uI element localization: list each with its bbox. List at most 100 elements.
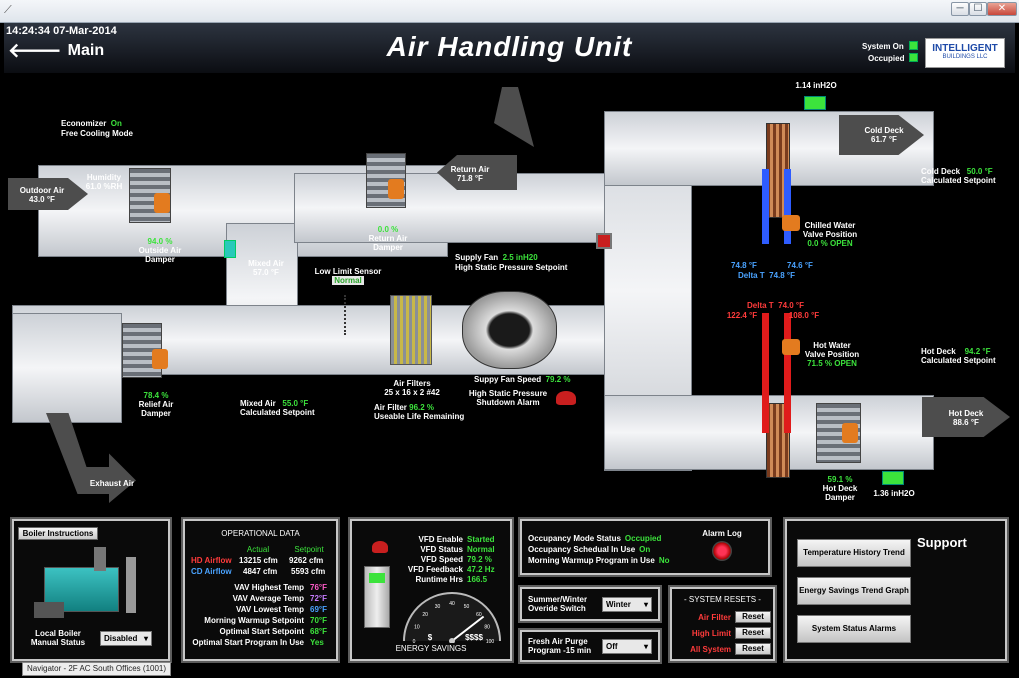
cd-airflow-actual: 4847 cfm	[243, 567, 278, 576]
temperature-history-button[interactable]: Temperature History Trend	[797, 539, 911, 567]
chw-delta-value: 74.8 °F	[769, 271, 796, 280]
return-inlet-arrow-icon	[494, 87, 534, 147]
page-title: Air Handling Unit	[386, 31, 633, 62]
hw-label2: Valve Position	[804, 350, 860, 359]
ahu-diagram: Economizer On Free Cooling Mode Outdoor …	[4, 73, 1015, 513]
vfd-row-value: 79.2 %	[467, 555, 492, 564]
chw-label1: Chilled Water	[804, 221, 856, 230]
chw-temp1: 74.8 °F	[731, 261, 757, 270]
low-limit-label: Low Limit Sensor	[314, 267, 382, 276]
company-logo: INTELLIGENT BUILDINGS LLC	[925, 38, 1005, 68]
low-limit-value: Normal	[332, 276, 364, 285]
energy-savings-trend-button[interactable]: Energy Savings Trend Graph	[797, 577, 911, 605]
oa-actuator-icon	[154, 193, 170, 213]
gauge-tick-label: 10	[414, 625, 420, 631]
static-pressure-sensor-icon	[596, 233, 612, 249]
hd-airflow-label: HD Airflow	[191, 556, 232, 565]
datetime: 14:24:34 07-Mar-2014	[6, 25, 117, 37]
summer-winter-select[interactable]: Winter	[602, 597, 652, 612]
chw-delta: Delta T 74.8 °F	[738, 271, 795, 280]
filters-label: Air Filters	[393, 379, 431, 388]
operational-row-value: 76°F	[310, 583, 327, 592]
operational-row-label: VAV Average Temp	[232, 594, 304, 603]
gauge-tick-label: 40	[449, 601, 455, 607]
fan-speed-value: 79.2 %	[545, 375, 571, 384]
boiler-instructions-button[interactable]: Boiler Instructions	[18, 527, 98, 540]
maximize-button[interactable]: ☐	[969, 2, 987, 16]
hd-damper-value: 59.1 %	[827, 475, 853, 484]
filters-size: 25 x 16 x 2 #42	[384, 388, 440, 397]
alarm-log-button[interactable]	[712, 541, 732, 561]
mixed-air-setpoint: Mixed Air 55.0 °F	[240, 399, 308, 408]
minimize-button[interactable]: ─	[951, 2, 969, 16]
hot-deck-pressure: 1.36 inH2O	[873, 489, 915, 498]
operational-title: OPERATIONAL DATA	[221, 529, 300, 538]
resets-title: - SYSTEM RESETS -	[684, 595, 761, 604]
ra-actuator-icon	[388, 179, 404, 199]
hw-valve-icon	[782, 339, 800, 355]
occupied-label: Occupied	[868, 54, 905, 63]
vfd-row-label: VFD Feedback	[407, 565, 463, 574]
operational-row-value: 68°F	[310, 627, 327, 636]
hot-sp-label2: Calculated Setpoint	[921, 356, 996, 365]
hw-value: 71.5 % OPEN	[807, 359, 857, 368]
alarm-log-label: Alarm Log	[702, 529, 742, 538]
boiler-status-select[interactable]: Disabled	[100, 631, 152, 646]
return-air-temp: 71.8 °F	[457, 174, 483, 183]
reset-button[interactable]: Reset	[735, 611, 771, 623]
reset-button[interactable]: Reset	[735, 643, 771, 655]
free-cooling-label: Free Cooling Mode	[61, 129, 133, 138]
hw-return-pipe	[784, 313, 791, 433]
hot-deck-setpoint: Hot Deck 94.2 °F	[921, 347, 990, 356]
reset-row-label: High Limit	[691, 628, 731, 638]
gauge-tick-label: 20	[422, 612, 428, 618]
main-nav-button[interactable]: 🡐 Main	[8, 40, 104, 62]
ra-damper-value: 0.0 %	[377, 225, 399, 234]
vfd-row-value: 166.5	[467, 575, 488, 584]
col-setpoint: Setpoint	[294, 545, 324, 554]
reset-row: Air Filter Reset	[676, 609, 771, 625]
summer-winter-label1: Summer/Winter	[528, 595, 588, 604]
mixed-sp-label2: Calculated Setpoint	[240, 408, 315, 417]
fresh-air-select[interactable]: Off	[602, 639, 652, 654]
energy-savings-label: ENERGY SAVINGS	[395, 644, 467, 653]
hd-actuator-icon	[842, 423, 858, 443]
operational-row-value: 69°F	[310, 605, 327, 614]
reset-button[interactable]: Reset	[735, 627, 771, 639]
gauge-tick-label: 80	[484, 625, 490, 631]
fresh-air-label1: Fresh Air Purge	[528, 637, 588, 646]
gauge-right-label: $$$$	[465, 633, 483, 642]
fresh-air-panel: Fresh Air Purge Program -15 min Off	[518, 628, 662, 664]
vfd-row: VFD Enable Started	[407, 535, 507, 545]
close-button[interactable]: ✕	[987, 2, 1017, 16]
chw-label2: Valve Position	[802, 230, 858, 239]
hw-delta: Delta T 74.0 °F	[747, 301, 804, 310]
vfd-row-label: VFD Enable	[418, 535, 463, 544]
outdoor-air-label: Outdoor Air	[19, 186, 65, 195]
exhaust-air-arrow-icon	[46, 413, 136, 503]
back-arrow-icon: 🡐	[8, 40, 62, 62]
fresh-air-label2: Program -15 min	[528, 646, 592, 655]
relief-damper-label2: Damper	[141, 409, 171, 418]
system-on-label: System On	[862, 42, 904, 51]
hot-deck-temp: 88.6 °F	[953, 418, 979, 427]
system-status-alarms-button[interactable]: System Status Alarms	[797, 615, 911, 643]
operational-data-panel: OPERATIONAL DATA Actual Setpoint HD Airf…	[181, 517, 340, 663]
reset-row-label: Air Filter	[698, 612, 731, 622]
hd-damper-label1: Hot Deck	[822, 484, 858, 493]
return-air-arrow-icon	[437, 155, 517, 190]
filter-life-status: Air Filter 96.2 %	[374, 403, 434, 412]
vfd-row-value: Started	[467, 535, 495, 544]
boiler-icon	[34, 547, 144, 619]
